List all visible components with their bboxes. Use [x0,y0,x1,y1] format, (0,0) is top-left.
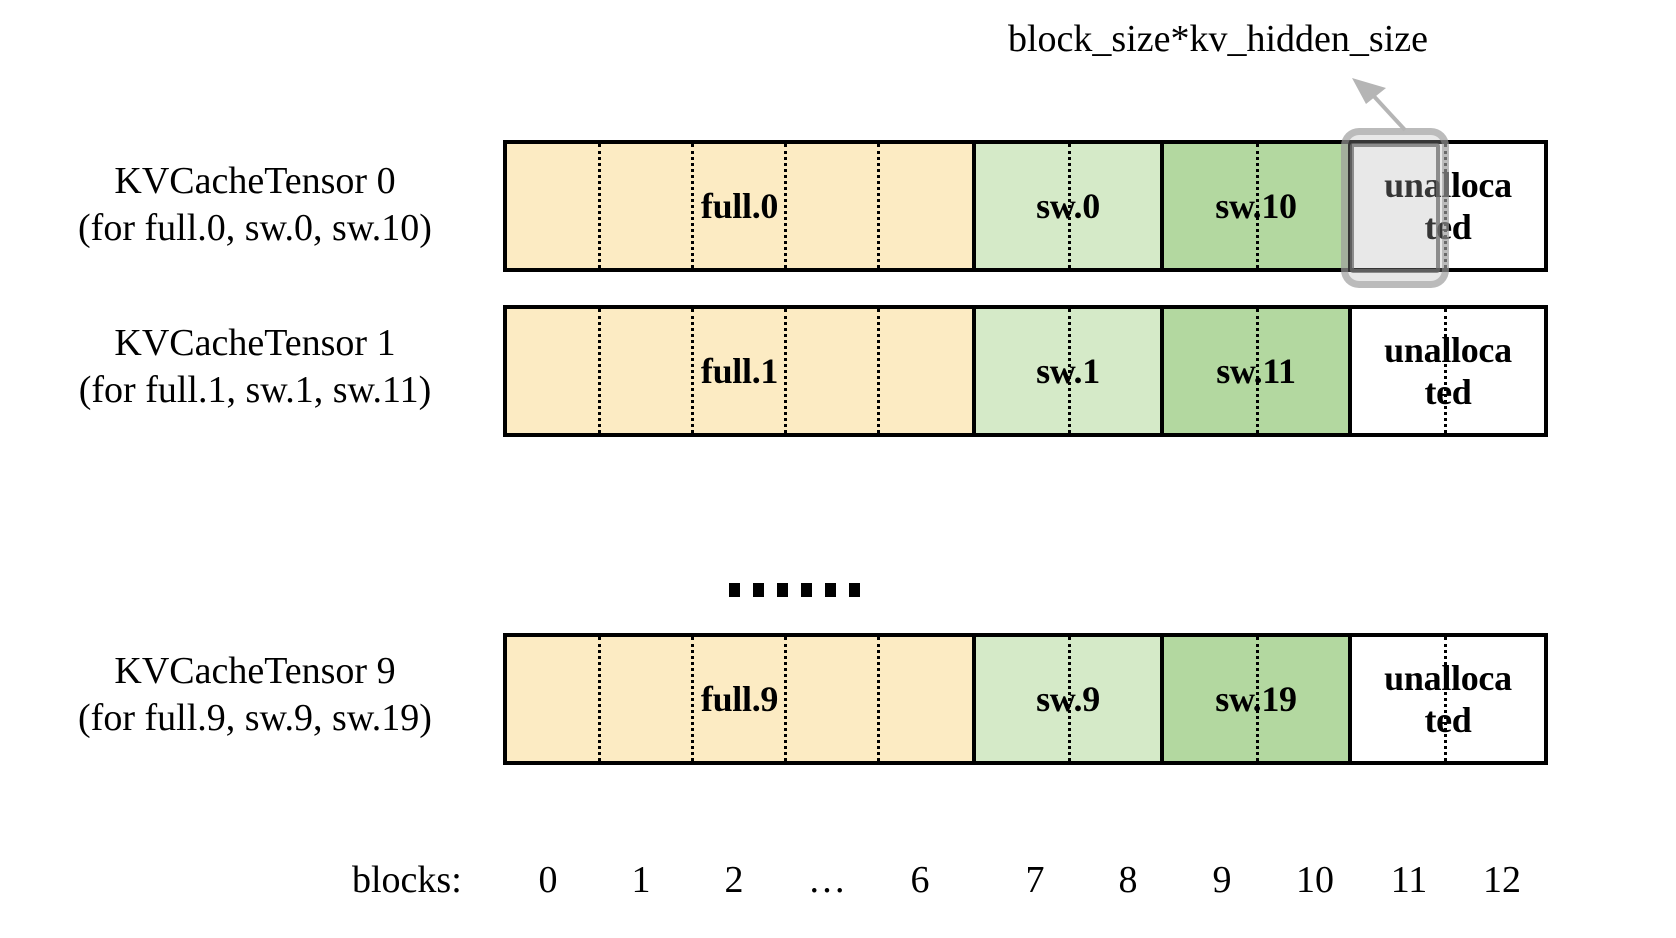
segment-sw-light-9-label: sw.9 [1036,679,1100,719]
ellipsis-dot [849,583,860,597]
segment-full-0-label: full.0 [700,186,779,226]
row-label-tensor-1: KVCacheTensor 1 (for full.1, sw.1, sw.11… [20,320,490,414]
segment-sw-dark-9[interactable]: sw.19 [1164,637,1352,761]
segment-sw-dark-9-label: sw.19 [1215,679,1297,719]
segment-unallocated-9-label-line2: ted [1424,700,1472,740]
kvcachetensor-1-bar[interactable]: full.1 sw.1 sw.11 unalloca ted [503,305,1548,437]
axis-tick-0: 0 [538,859,558,901]
axis-tick-2: 2 [724,859,744,901]
row-label-tensor-9-line2: (for full.9, sw.9, sw.19) [78,697,432,739]
row-label-tensor-1-line2: (for full.1, sw.1, sw.11) [78,369,432,411]
segment-sw-light-1[interactable]: sw.1 [976,309,1164,433]
axis-tick-6: 8 [1118,859,1138,901]
segment-sw-dark-0[interactable]: sw.10 [1164,144,1352,268]
segment-sw-light-9[interactable]: sw.9 [976,637,1164,761]
segment-unallocated-1-label-line1: unalloca [1384,330,1512,370]
segment-full-1-label: full.1 [700,351,779,391]
axis-tick-7: 9 [1212,859,1232,901]
row-label-tensor-0: KVCacheTensor 0 (for full.0, sw.0, sw.10… [20,158,490,252]
segment-sw-light-0[interactable]: sw.0 [976,144,1164,268]
axis-tick-9: 11 [1390,859,1428,901]
row-label-tensor-9-line1: KVCacheTensor 9 [114,650,396,692]
ellipsis-dot [801,583,812,597]
segment-full-1[interactable]: full.1 [507,309,976,433]
segment-full-9-label: full.9 [700,679,779,719]
segment-full-0[interactable]: full.0 [507,144,976,268]
kvcachetensor-9-bar[interactable]: full.9 sw.9 sw.19 unalloca ted [503,633,1548,765]
segment-unallocated-9-label-line1: unalloca [1384,658,1512,698]
ellipsis-dot [753,583,764,597]
callout-label-block-size: block_size*kv_hidden_size [1008,18,1429,60]
axis-tick-8: 10 [1296,859,1334,901]
row-label-tensor-0-line2: (for full.0, sw.0, sw.10) [78,207,432,249]
segment-sw-dark-0-label: sw.10 [1215,186,1297,226]
ellipsis-dot [825,583,836,597]
row-label-tensor-0-line1: KVCacheTensor 0 [114,160,396,202]
axis-tick-5: 7 [1025,859,1045,901]
segment-unallocated-1-label: unalloca ted [1384,329,1512,413]
row-label-tensor-1-line1: KVCacheTensor 1 [114,322,396,364]
axis-tick-3: … [808,859,846,901]
highlight-box-unallocated-block [1341,128,1449,288]
axis-tick-4: 6 [910,859,930,901]
segment-unallocated-9-label: unalloca ted [1384,657,1512,741]
axis-title-blocks: blocks: [352,859,462,901]
axis-tick-10: 12 [1483,859,1521,901]
segment-unallocated-1[interactable]: unalloca ted [1352,309,1544,433]
row-label-tensor-9: KVCacheTensor 9 (for full.9, sw.9, sw.19… [20,648,490,742]
axis-tick-1: 1 [631,859,651,901]
ellipsis-dot [729,583,740,597]
segment-unallocated-9[interactable]: unalloca ted [1352,637,1544,761]
segment-sw-dark-1-label: sw.11 [1216,351,1296,391]
segment-sw-light-0-label: sw.0 [1036,186,1100,226]
segment-unallocated-1-label-line2: ted [1424,372,1472,412]
segment-sw-light-1-label: sw.1 [1036,351,1100,391]
segment-sw-dark-1[interactable]: sw.11 [1164,309,1352,433]
ellipsis-dot [777,583,788,597]
vertical-ellipsis [729,583,860,597]
segment-full-9[interactable]: full.9 [507,637,976,761]
